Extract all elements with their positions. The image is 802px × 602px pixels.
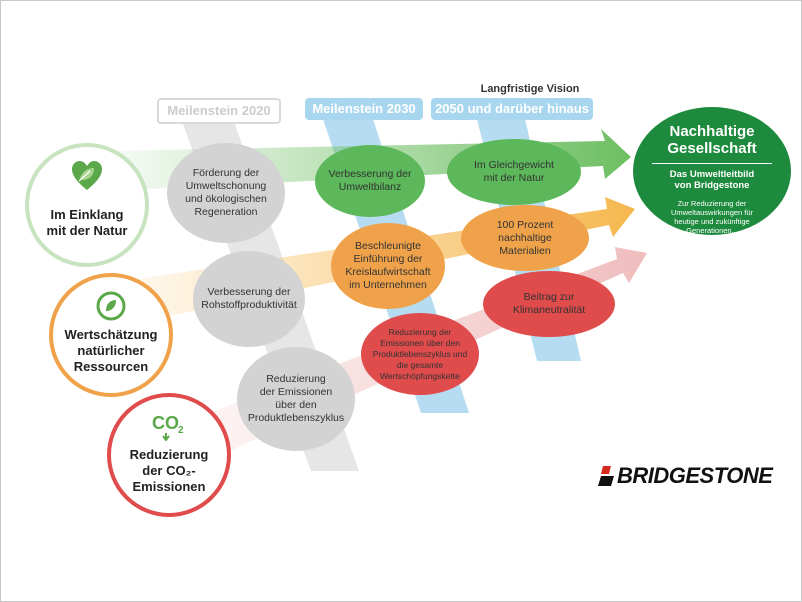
goal-text: Verbesserung der Rohstoffproduktivität: [201, 286, 297, 311]
recycle-leaf-icon: [94, 289, 128, 323]
logo-text: BRIDGESTONE: [617, 463, 773, 488]
co2-icon: CO 2: [151, 409, 187, 442]
goal-description: Zur Reduzierung der Umweltauswirkungen f…: [670, 199, 754, 235]
goal-2020-co2: Reduzierung der Emissionen über den Prod…: [237, 347, 355, 451]
goal-text: 100 Prozent nachhaltige Materialien: [496, 218, 554, 257]
milestone-2050-tag: 2050 und darüber hinaus: [431, 98, 593, 120]
goal-2050-resources: 100 Prozent nachhaltige Materialien: [461, 205, 589, 271]
pillar-label: Im Einklang mit der Natur: [46, 207, 128, 238]
pillar-nature: Im Einklang mit der Natur: [25, 143, 149, 267]
pillar-co2: CO 2 Reduzierung der CO₂- Emissionen: [107, 393, 231, 517]
vision-label: Langfristige Vision: [480, 83, 580, 95]
goal-2030-co2: Reduzierung der Emissionen über den Prod…: [361, 313, 479, 395]
svg-text:2: 2: [178, 425, 184, 436]
goal-2020-resources: Verbesserung der Rohstoffproduktivität: [193, 251, 305, 347]
goal-text: Verbesserung der Umweltbilanz: [328, 168, 412, 193]
goal-2050-nature: Im Gleichgewicht mit der Natur: [447, 139, 581, 205]
goal-title: Nachhaltige Gesellschaft: [667, 123, 757, 157]
bridgestone-logo: BRIDGESTONE: [597, 461, 783, 491]
goal-text: Beschleunigte Einführung der Kreislaufwi…: [345, 240, 431, 291]
goal-text: Beitrag zur Klimaneutralität: [512, 291, 586, 316]
bridgestone-b-icon: [597, 465, 615, 487]
goal-text: Im Gleichgewicht mit der Natur: [474, 159, 554, 184]
goal-2030-nature: Verbesserung der Umweltbilanz: [315, 145, 425, 217]
goal-2020-nature: Förderung der Umweltschonung und ökologi…: [167, 143, 285, 243]
goal-2050-co2: Beitrag zur Klimaneutralität: [483, 271, 615, 337]
pillar-resources: Wertschätzung natürlicher Ressourcen: [49, 273, 173, 397]
goal-text: Förderung der Umweltschonung und ökologi…: [185, 167, 267, 218]
goal-text: Reduzierung der Emissionen über den Prod…: [372, 326, 468, 381]
goal-subtitle: Das Umweltleitbild von Bridgestone: [669, 169, 755, 191]
goal-text: Reduzierung der Emissionen über den Prod…: [247, 373, 345, 424]
leaf-heart-icon: [70, 159, 104, 193]
pillar-label: Reduzierung der CO₂- Emissionen: [129, 447, 209, 494]
goal-2030-resources: Beschleunigte Einführung der Kreislaufwi…: [331, 223, 445, 309]
pillar-label: Wertschätzung natürlicher Ressourcen: [64, 327, 158, 374]
milestone-2020-tag: Meilenstein 2020: [157, 98, 281, 124]
svg-text:CO: CO: [152, 413, 179, 433]
milestone-2030-tag: Meilenstein 2030: [305, 98, 423, 120]
goal-sustainable-society: Nachhaltige Gesellschaft Das Umweltleitb…: [633, 107, 791, 235]
goal-divider: [652, 163, 772, 164]
